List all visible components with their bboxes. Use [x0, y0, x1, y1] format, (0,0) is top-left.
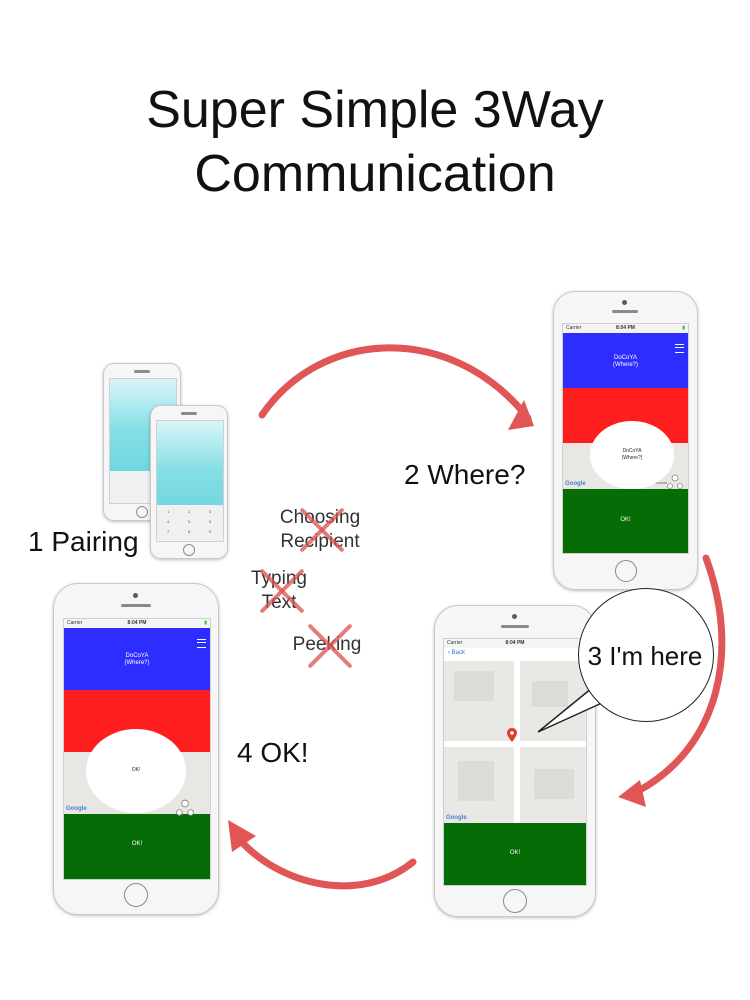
step-3-label: 3 I'm here — [587, 641, 703, 671]
title-line-2: Communication — [194, 145, 556, 203]
menu-icon — [197, 639, 206, 648]
bubble-where — [590, 421, 674, 489]
step-2-label: 2 Where? — [404, 459, 526, 490]
here-phone: Carrier 8:04 PM ▮ ‹ Back Google OK! — [434, 605, 596, 917]
cross-mark-choosing — [296, 504, 348, 556]
arrow-here-to-ok — [236, 836, 417, 890]
step-4-label: 4 OK! — [237, 737, 309, 768]
chevron-left-icon: ‹ — [448, 650, 450, 656]
keypad: 1 2 3 4 5 6 7 8 9 — [157, 505, 223, 541]
map-pin-icon — [507, 728, 517, 742]
status-bar: Carrier 8:04 PM ▮ — [563, 324, 688, 333]
ok-phone: Carrier 8:04 PM ▮ DoCoYA (Where?) Google… — [53, 583, 219, 915]
green-section: OK! — [64, 814, 210, 879]
back-button[interactable]: ‹ Back — [448, 650, 466, 656]
where-phone: Carrier 8:04 PM ▮ DoCoYA (Where?) Google… — [553, 291, 698, 590]
green-section: OK! — [444, 823, 586, 885]
map-view[interactable]: Google — [444, 661, 586, 823]
diagram-title: Super Simple 3Way Communication — [0, 78, 750, 206]
cross-mark-peeking — [304, 620, 356, 672]
person-icon — [176, 799, 194, 816]
arrow-pairing-to-where — [258, 344, 532, 422]
arrow-head-3 — [228, 820, 256, 852]
bubble-ok — [86, 729, 186, 813]
green-section: OK! — [563, 489, 688, 553]
speech-bubble-here — [578, 588, 714, 722]
status-bar: Carrier 8:04 PM ▮ — [444, 639, 586, 648]
title-line-1: Super Simple 3Way — [146, 81, 604, 139]
cross-mark-typing — [256, 565, 308, 617]
blue-section: DoCoYA (Where?) — [563, 333, 688, 388]
status-bar: Carrier 8:04 PM ▮ — [64, 619, 210, 628]
arrow-where-to-here — [636, 554, 726, 794]
person-icon — [667, 474, 683, 489]
blue-section: DoCoYA (Where?) — [64, 628, 210, 690]
speech-tail — [537, 687, 605, 733]
step-1-label: 1 Pairing — [28, 526, 139, 557]
pairing-phone-front: 1 2 3 4 5 6 7 8 9 — [150, 405, 228, 559]
arrow-head-1 — [508, 400, 534, 430]
menu-icon — [675, 344, 684, 353]
arrow-head-2 — [618, 780, 646, 807]
